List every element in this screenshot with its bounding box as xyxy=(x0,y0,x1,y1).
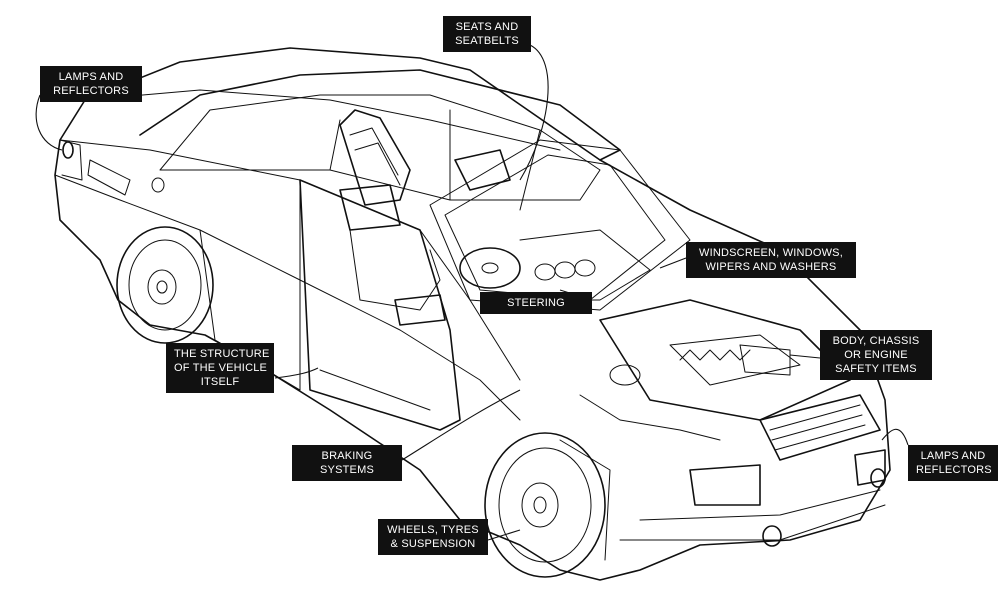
label-lamps-reflectors-front: LAMPS AND REFLECTORS xyxy=(908,445,998,481)
leader-windscreen xyxy=(659,257,687,269)
seats xyxy=(339,109,511,326)
label-windscreen-windows-wipers: WINDSCREEN, WINDOWS, WIPERS AND WASHERS xyxy=(686,242,856,278)
leader-body-chassis xyxy=(789,354,821,359)
label-body-chassis-engine: BODY, CHASSIS OR ENGINE SAFETY ITEMS xyxy=(820,330,932,380)
front-end xyxy=(619,394,886,547)
rear-wheel xyxy=(116,226,214,344)
steering-wheel xyxy=(459,229,651,301)
label-steering: STEERING xyxy=(480,292,592,314)
leader-lines xyxy=(35,44,909,541)
label-seats-seatbelts: SEATS AND SEATBELTS xyxy=(443,16,531,52)
front-wheel xyxy=(484,432,611,578)
car-body xyxy=(54,47,891,581)
leader-seats xyxy=(519,44,549,181)
label-structure-of-vehicle: THE STRUCTURE OF THE VEHICLE ITSELF xyxy=(166,343,274,393)
engine-bay xyxy=(579,299,851,441)
label-wheels-tyres-suspension: WHEELS, TYRES & SUSPENSION xyxy=(378,519,488,555)
leader-structure xyxy=(274,367,319,379)
greenhouse xyxy=(139,69,691,311)
leader-lamps-front xyxy=(881,428,909,446)
rear-end xyxy=(59,139,165,196)
leader-lamps-rear xyxy=(35,94,63,151)
leader-wheels xyxy=(487,529,521,541)
label-lamps-reflectors-rear: LAMPS AND REFLECTORS xyxy=(40,66,142,102)
leader-braking xyxy=(401,389,521,461)
label-braking-systems: BRAKING SYSTEMS xyxy=(292,445,402,481)
